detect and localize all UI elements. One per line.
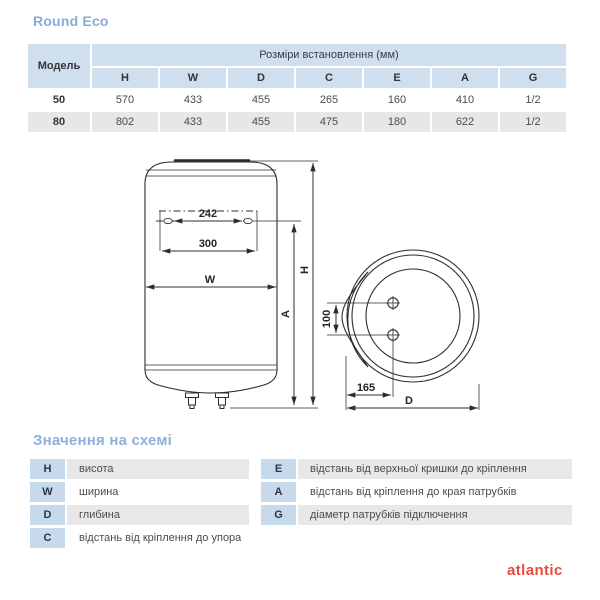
legend-key-a: A xyxy=(261,482,296,502)
row-50-e: 160 xyxy=(387,94,407,106)
legend-desc-g: діаметр патрубків підключення xyxy=(298,505,572,525)
dim-label-d: D xyxy=(405,395,413,407)
row-80-model: 80 xyxy=(28,112,90,132)
page-title: Round Eco xyxy=(33,13,109,29)
row-80-a: 622 xyxy=(432,112,498,132)
col-header-w: W xyxy=(160,68,226,88)
legend-desc-w: ширина xyxy=(79,486,119,498)
atlantic-logo: atlantic xyxy=(507,562,563,579)
technical-drawing: 242 300 W A H 100 165 D xyxy=(144,159,480,411)
col-header-a: A xyxy=(432,68,498,88)
row-80-d: 455 xyxy=(228,112,294,132)
bottom-pipes xyxy=(185,392,229,409)
wall-bracket xyxy=(341,271,369,368)
dims-group-header: Розміри встановлення (мм) xyxy=(92,44,566,66)
tank-top-view xyxy=(341,249,480,383)
dim-label-100: 100 xyxy=(321,310,333,328)
mounting-slots xyxy=(163,217,253,225)
row-50-a: 410 xyxy=(455,94,475,106)
dim-label-165: 165 xyxy=(357,382,375,394)
dim-label-300: 300 xyxy=(199,238,217,250)
legend-key-w: W xyxy=(30,482,65,502)
row-80-g: 1/2 xyxy=(500,112,566,132)
row-50-d: 455 xyxy=(251,94,271,106)
col-header-c: C xyxy=(296,68,362,88)
legend-key-h: H xyxy=(30,459,65,479)
col-header-h: H xyxy=(92,68,158,88)
model-column-header: Модель xyxy=(28,44,90,88)
col-header-e: E xyxy=(364,68,430,88)
legend-title: Значення на схемі xyxy=(33,432,173,449)
legend-table: H висота E відстань від верхньої кришки … xyxy=(30,459,572,548)
legend-desc-c: відстань від кріплення до упора xyxy=(79,532,242,544)
row-80-w: 433 xyxy=(160,112,226,132)
dim-label-h: H xyxy=(299,266,311,274)
row-80-c: 475 xyxy=(296,112,362,132)
row-50-w: 433 xyxy=(183,94,203,106)
legend-desc-d: глибина xyxy=(67,505,249,525)
row-80-e: 180 xyxy=(364,112,430,132)
legend-key-g: G xyxy=(261,505,296,525)
legend-key-c: C xyxy=(30,528,65,548)
row-50-g: 1/2 xyxy=(525,94,541,106)
row-50-h: 570 xyxy=(115,94,135,106)
legend-desc-e: відстань від верхньої кришки до кріпленн… xyxy=(298,459,572,479)
row-50-model: 50 xyxy=(52,94,66,106)
row-80-h: 802 xyxy=(92,112,158,132)
col-header-d: D xyxy=(228,68,294,88)
dim-label-w: W xyxy=(205,274,216,286)
col-header-g: G xyxy=(500,68,566,88)
row-50-c: 265 xyxy=(319,94,339,106)
dim-label-242: 242 xyxy=(199,208,217,220)
legend-key-e: E xyxy=(261,459,296,479)
legend-key-d: D xyxy=(30,505,65,525)
legend-desc-a: відстань від кріплення до края патрубків xyxy=(310,486,517,498)
legend-desc-h: висота xyxy=(67,459,249,479)
dim-label-a: A xyxy=(280,310,292,318)
dimensions-table: Модель Розміри встановлення (мм) H W D C… xyxy=(28,44,566,132)
